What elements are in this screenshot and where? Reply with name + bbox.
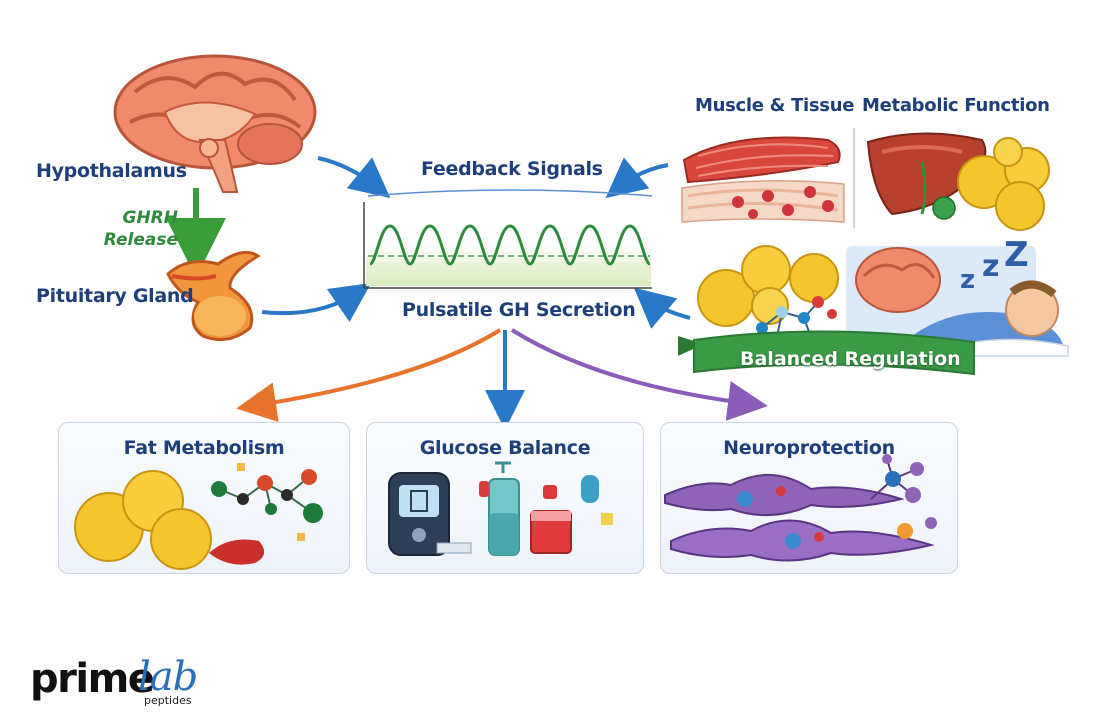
pulse-wave-chart [363, 189, 653, 289]
pulsatile-gh-label: Pulsatile GH Secretion [402, 299, 636, 321]
arrow-muscle-to-wave [605, 157, 669, 199]
balanced-regulation-label: Balanced Regulation [740, 348, 961, 370]
brand-prime: prime [30, 656, 155, 702]
glucose-meter-icon [388, 461, 613, 556]
panel-fat-metabolism: Fat Metabolism [58, 422, 350, 574]
panel-title-glucose: Glucose Balance [419, 437, 591, 459]
fat-cells-icon [697, 245, 839, 327]
arrow-hypothalamus-to-wave [317, 156, 391, 199]
divider-line [853, 128, 855, 228]
muscle-fibers-icon [681, 136, 845, 223]
panel-title-neuro: Neuroprotection [723, 437, 895, 459]
muscle-tissue-label: Muscle & Tissue [695, 95, 855, 116]
brand-logo: prime lab peptides [30, 650, 210, 710]
ghrh-release-label: GHRH Release [100, 207, 178, 251]
panel-title-fat: Fat Metabolism [123, 437, 285, 459]
liver-icon [866, 132, 1050, 231]
brand-lab: lab [138, 654, 198, 700]
pituitary-gland-icon [166, 250, 261, 342]
panel-glucose-balance: Glucose Balance [366, 422, 644, 574]
svg-text:z: z [960, 265, 975, 295]
brand-peptides: peptides [144, 694, 192, 707]
pituitary-gland-label: Pituitary Gland [36, 285, 194, 307]
metabolic-function-label: Metabolic Function [862, 95, 1050, 116]
ghrh-line2: Release [103, 230, 178, 250]
hypothalamus-label: Hypothalamus [36, 160, 187, 182]
fat-metabolism-icon [74, 463, 323, 570]
feedback-signals-label: Feedback Signals [421, 158, 603, 180]
panel-neuroprotection: Neuroprotection [660, 422, 958, 574]
pulse-wave-line [369, 224, 651, 266]
arrow-to-neuro [510, 328, 768, 421]
svg-text:Z: Z [1004, 240, 1029, 275]
neuron-icon [664, 454, 937, 562]
arrow-pituitary-to-wave [261, 282, 372, 323]
brain-icon [113, 54, 317, 193]
ghrh-line1: GHRH [122, 208, 179, 228]
arrow-to-fat [236, 328, 502, 423]
arrow-balanced-to-wave [633, 287, 691, 329]
svg-text:z: z [982, 249, 999, 284]
balanced-regulation-ribbon [678, 330, 975, 376]
